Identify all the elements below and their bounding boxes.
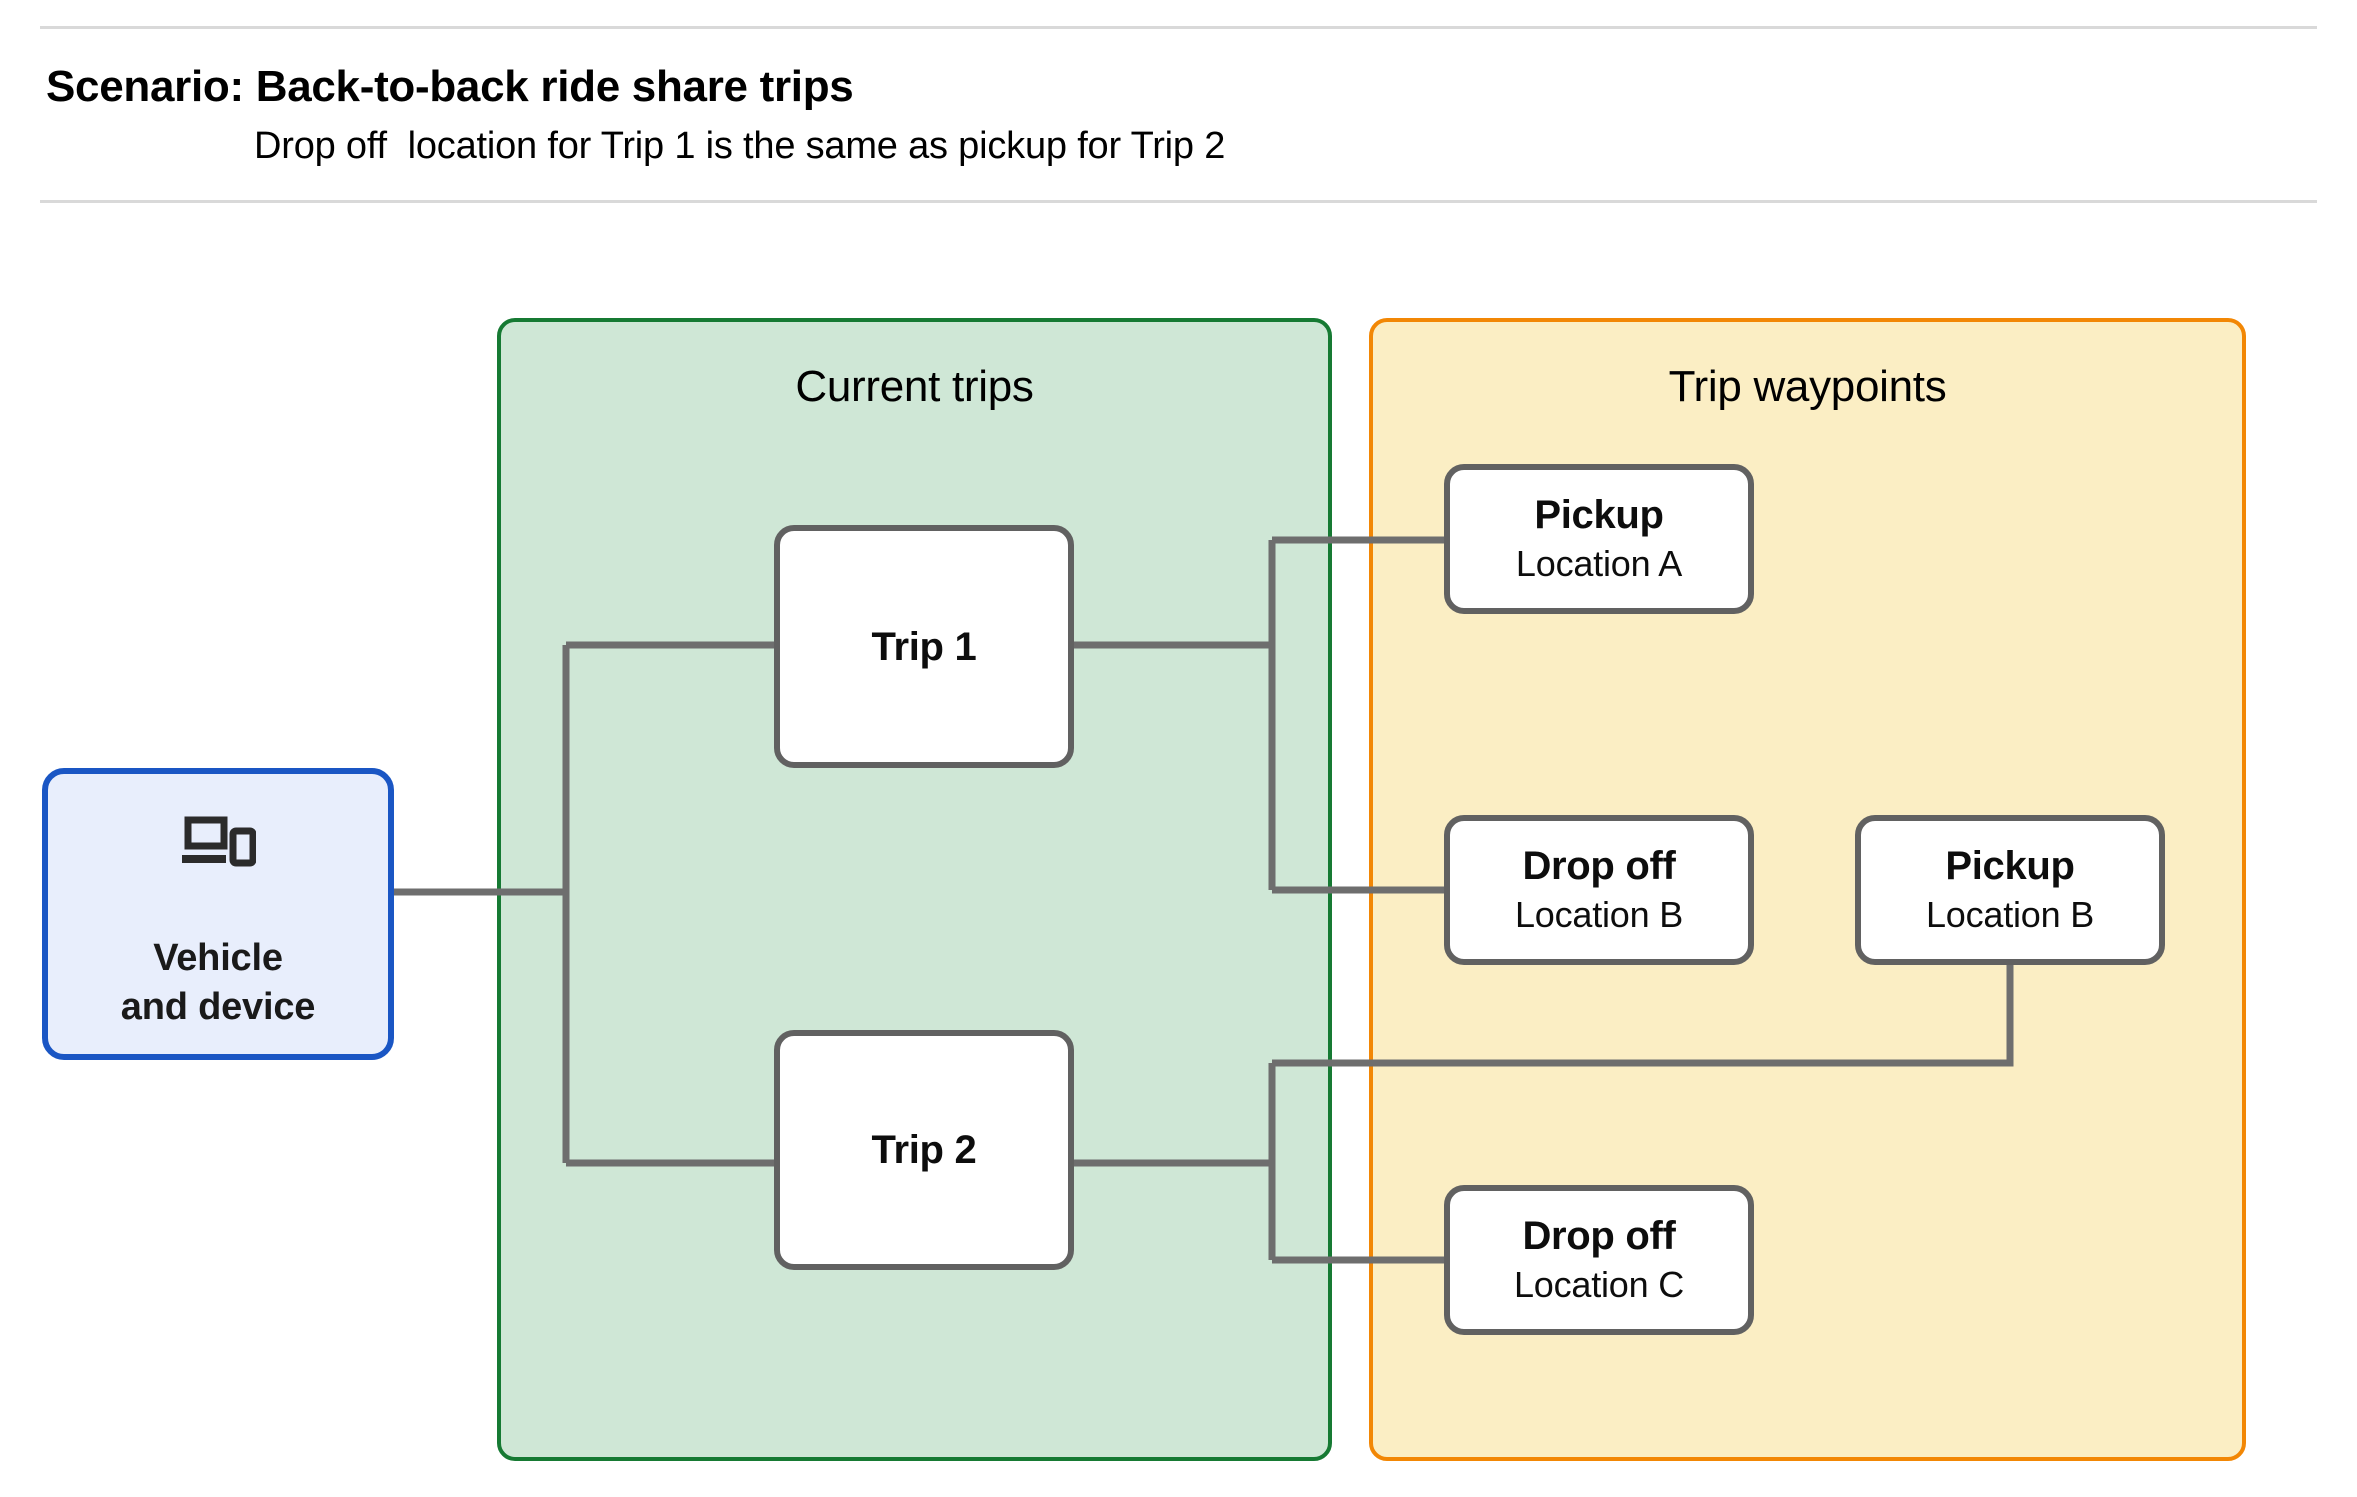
waypoint-location: Location A [1515,543,1683,585]
waypoint-kind: Drop off [1522,1214,1676,1259]
panel-current-trips: Current trips [497,318,1332,1461]
devices-icon [182,816,256,867]
node-trip-2[interactable]: Trip 2 [774,1030,1074,1270]
page-title: Scenario: Back-to-back ride share trips [46,62,854,111]
waypoint-location: Location C [1513,1264,1685,1306]
trip-2-label: Trip 2 [871,1128,977,1172]
waypoint-location: Location B [1514,894,1684,936]
vehicle-label-line1: Vehicle [153,937,283,979]
waypoint-location: Location B [1925,894,2095,936]
waypoint-kind: Pickup [1945,844,2075,889]
waypoint-kind: Drop off [1522,844,1676,889]
node-vehicle-and-device[interactable]: Vehicle and device [42,768,394,1060]
header-rule-top [40,26,2317,29]
node-waypoint-dropoff-b[interactable]: Drop off Location B [1444,815,1754,965]
node-waypoint-pickup-a[interactable]: Pickup Location A [1444,464,1754,614]
panel-trip-waypoints-title: Trip waypoints [1668,362,1947,411]
page-subtitle: Drop off location for Trip 1 is the same… [254,125,1226,167]
node-waypoint-dropoff-c[interactable]: Drop off Location C [1444,1185,1754,1335]
trip-1-label: Trip 1 [871,624,977,669]
vehicle-label: Vehicle and device [120,934,316,1031]
node-waypoint-pickup-b[interactable]: Pickup Location B [1855,815,2165,965]
header-rule-bottom [40,200,2317,203]
node-trip-1[interactable]: Trip 1 [774,525,1074,768]
panel-current-trips-title: Current trips [795,362,1034,411]
vehicle-label-line2: and device [120,985,316,1028]
waypoint-kind: Pickup [1534,493,1664,538]
